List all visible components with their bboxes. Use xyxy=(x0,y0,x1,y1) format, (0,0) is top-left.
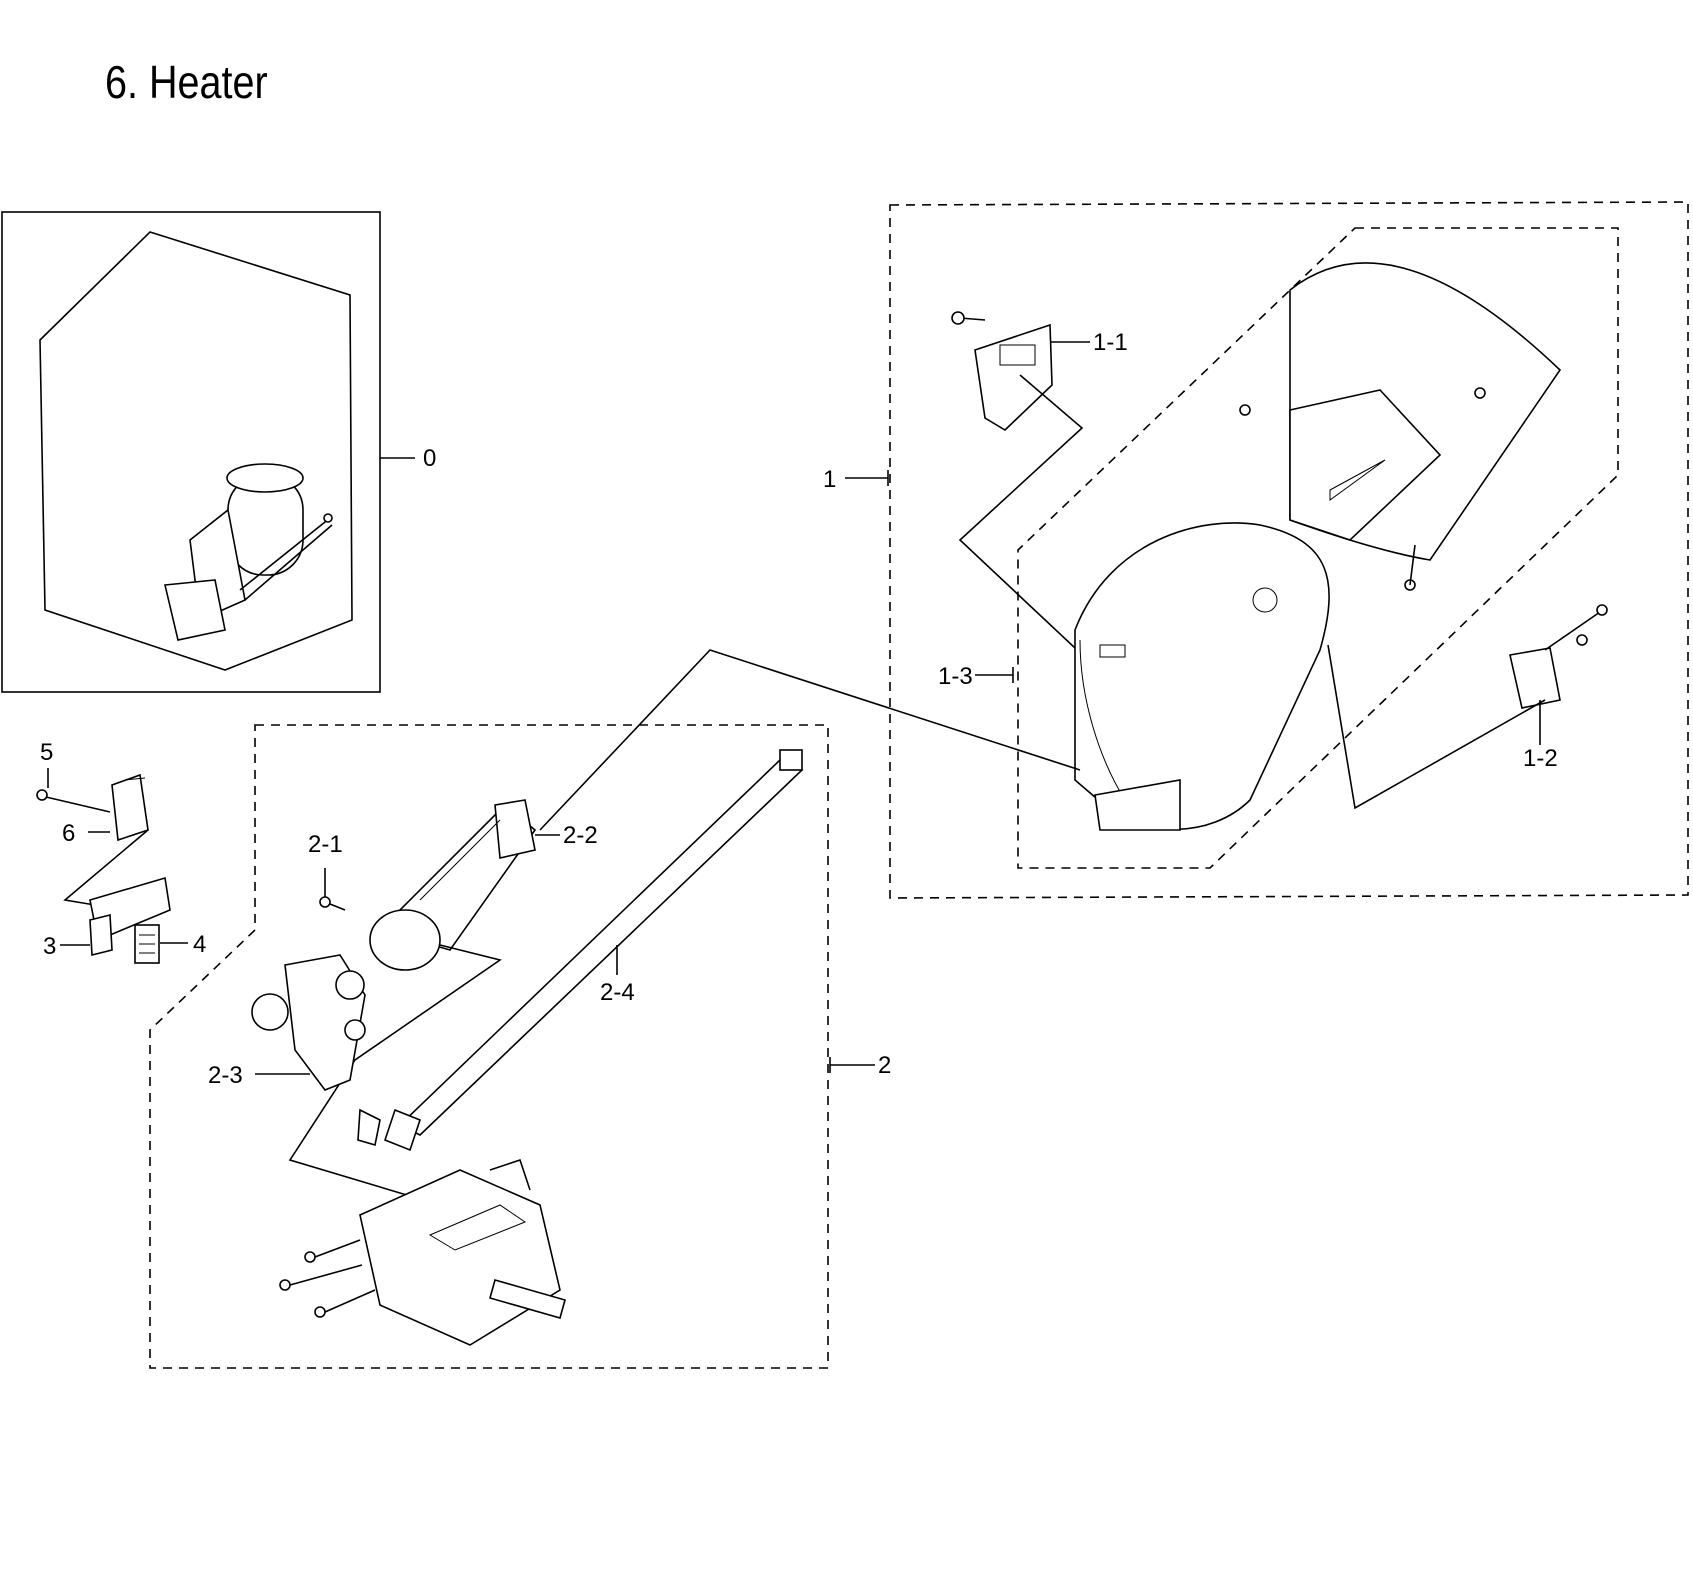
callout-1-2: 1-2 xyxy=(1523,745,1558,772)
igniter-3 xyxy=(89,876,171,957)
leader-1-1 xyxy=(958,374,1084,649)
callout-4: 4 xyxy=(193,931,206,958)
igniter-tube-2-4 xyxy=(384,749,804,1152)
callout-6: 6 xyxy=(62,820,75,847)
overview-heater-assembly xyxy=(164,463,333,641)
combustion-chamber-1-3 xyxy=(1074,522,1330,831)
assembly-2-gas-valve: 2 2-1 2-2 2-4 xyxy=(149,724,891,1369)
callout-2-3: 2-3 xyxy=(208,1062,243,1089)
leader-2-2-bracket xyxy=(288,944,502,1206)
callout-2-2: 2-2 xyxy=(563,822,598,849)
igniter-cover-4 xyxy=(134,924,160,964)
bracket-1-1 xyxy=(951,311,1053,432)
overview-frame xyxy=(1,211,381,693)
callout-1-3: 1-3 xyxy=(938,663,973,690)
group-1-3-frame xyxy=(1017,227,1619,869)
group-2-frame xyxy=(149,724,829,1369)
screw-2-1 xyxy=(319,868,346,911)
callout-1: 1 xyxy=(823,466,836,493)
group-1-frame xyxy=(889,201,1689,899)
overview-bag-outline xyxy=(39,231,353,671)
mounting-bracket xyxy=(279,1158,566,1346)
gas-valve-2-3 xyxy=(251,954,381,1147)
flame-sensor-1-2 xyxy=(1509,604,1608,709)
callout-2-1: 2-1 xyxy=(308,831,343,858)
callout-3: 3 xyxy=(43,933,56,960)
callout-5: 5 xyxy=(40,739,53,766)
callout-2: 2 xyxy=(878,1052,891,1079)
bracket-6 xyxy=(111,773,149,842)
callout-2-4: 2-4 xyxy=(600,979,635,1006)
heater-shield-upper xyxy=(1239,262,1562,591)
leader-2-2-to-1-3 xyxy=(539,649,1081,831)
leader-6-3 xyxy=(63,829,149,906)
assembly-0-overview: 0 xyxy=(1,211,436,693)
screw-5 xyxy=(36,768,111,813)
leader-1-2 xyxy=(1327,644,1546,810)
callout-1-1: 1-1 xyxy=(1093,329,1128,356)
page-title: 6. Heater xyxy=(105,56,268,108)
burner-2-2 xyxy=(369,799,537,971)
loose-parts: 5 6 3 4 xyxy=(36,739,206,964)
assembly-1-heater-duct: 1 1-1 xyxy=(539,201,1689,899)
callout-0: 0 xyxy=(423,445,436,472)
